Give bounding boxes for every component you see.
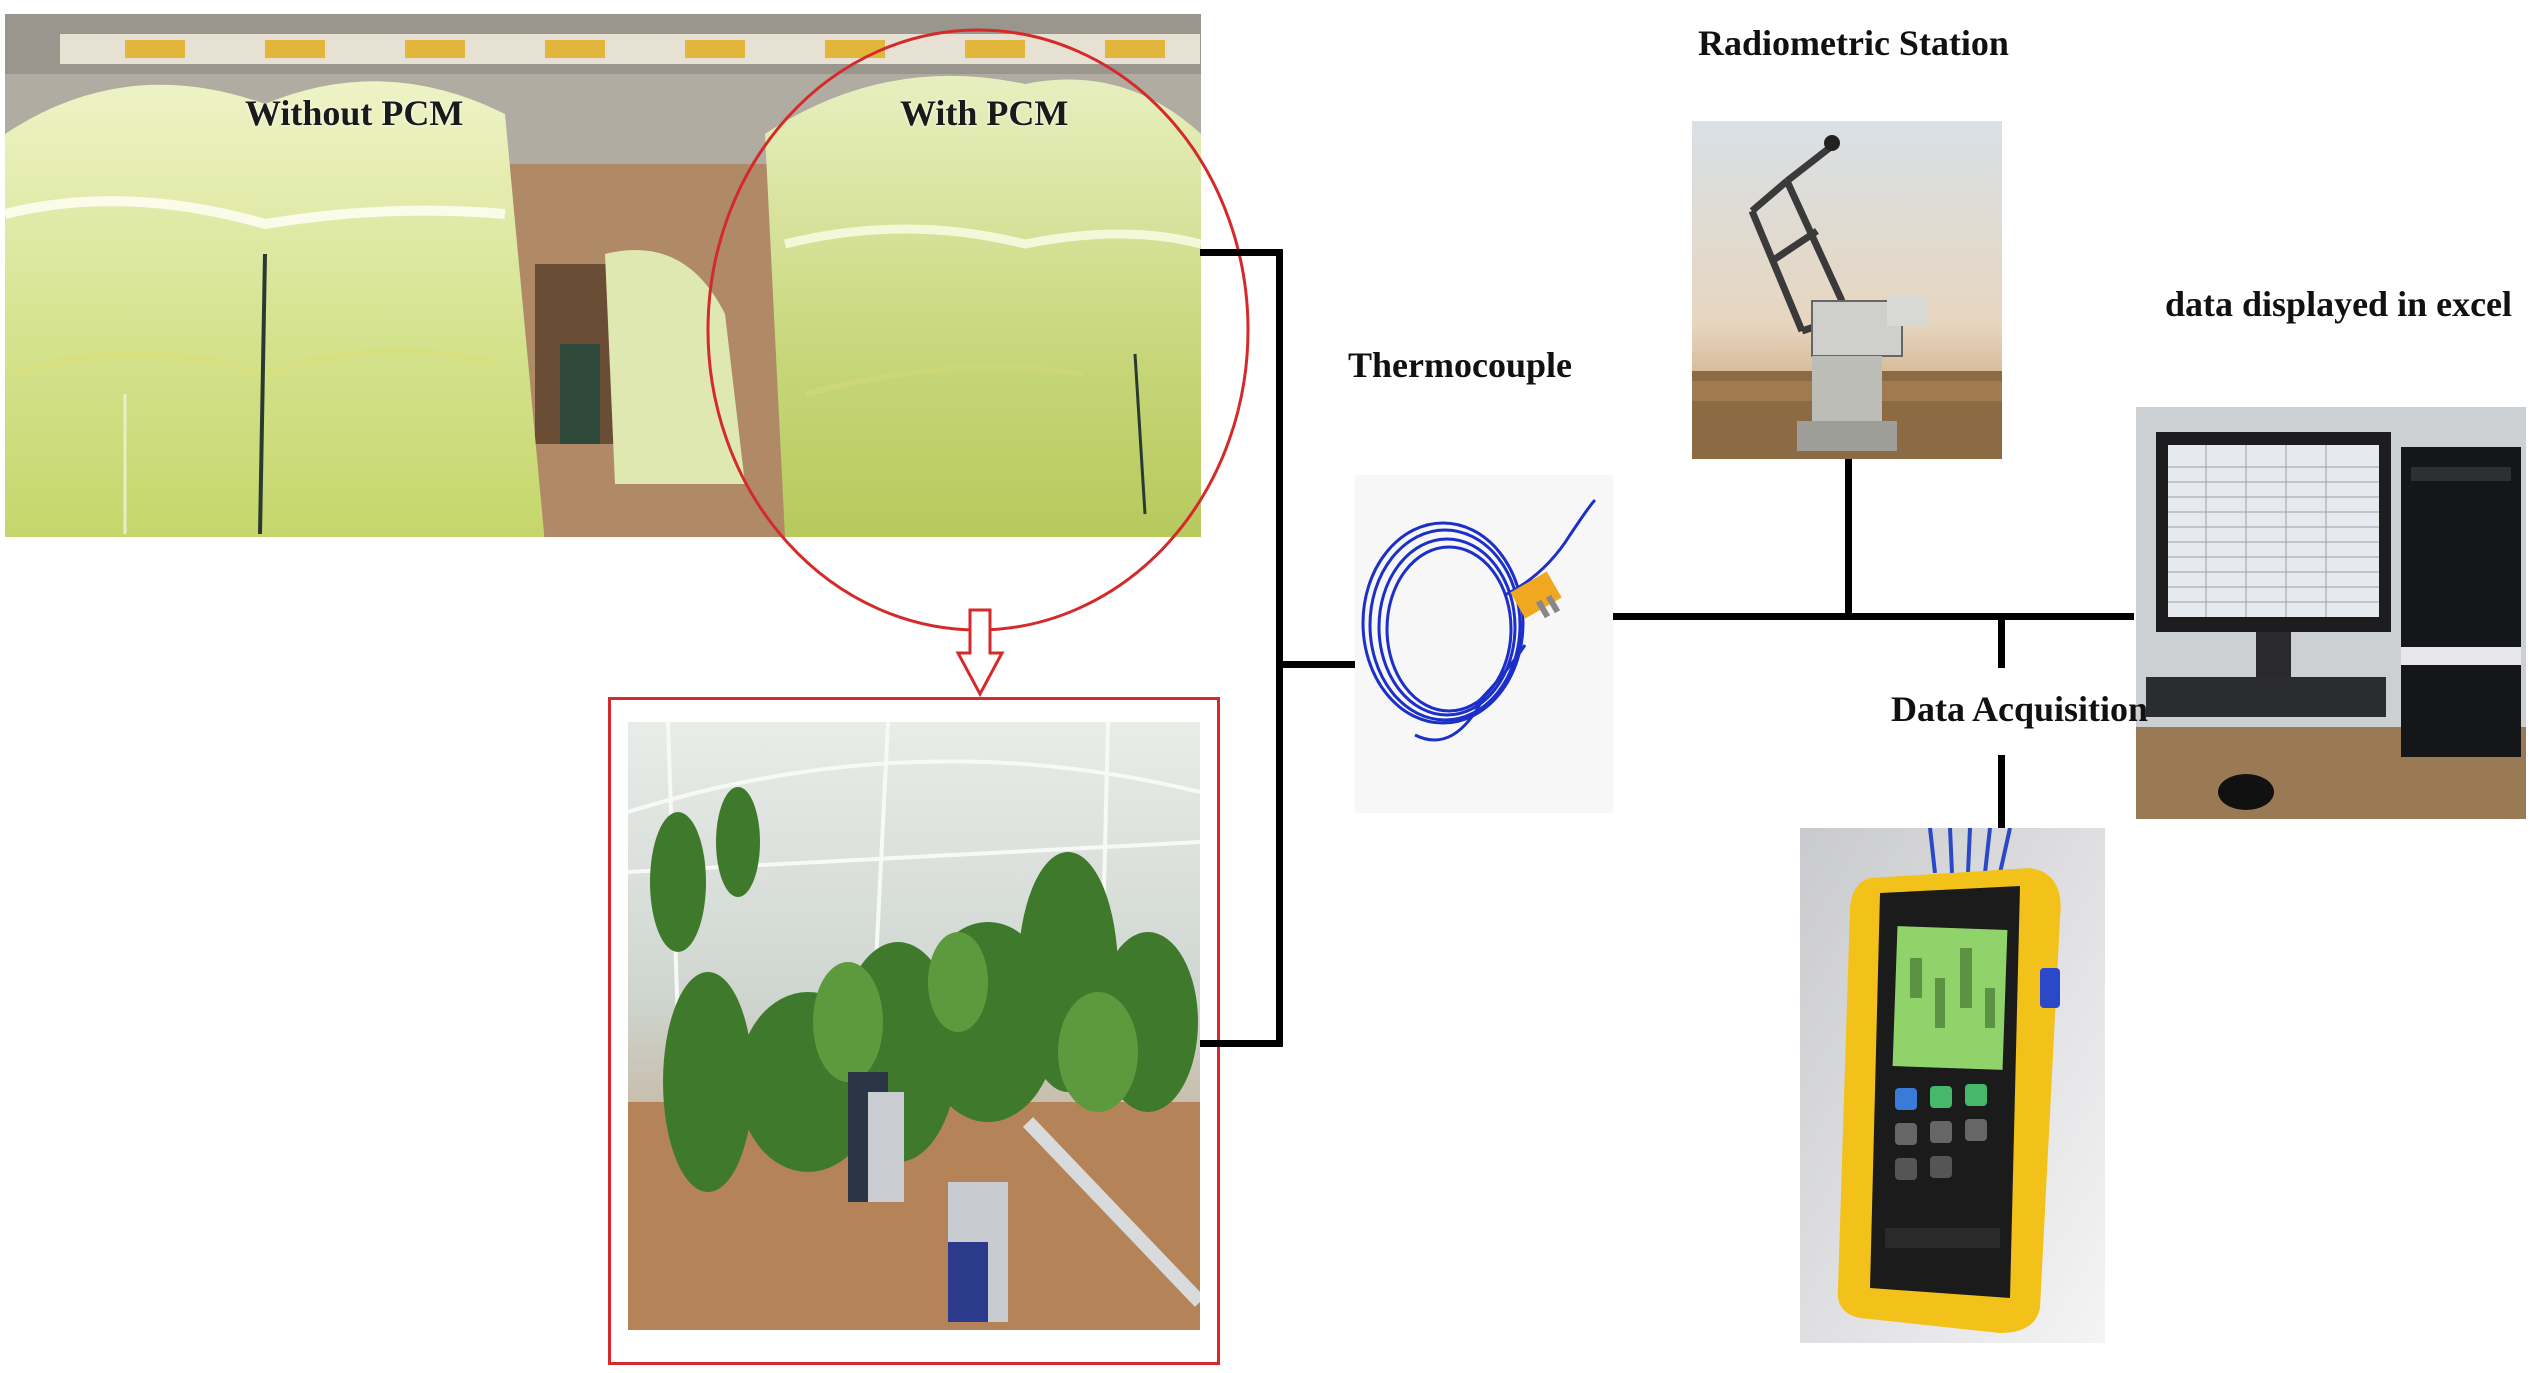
connector-main-bus [1612,613,2134,620]
label-data-displayed-in-excel: data displayed in excel [2165,284,2513,324]
connector-vertical [1276,249,1283,1047]
label-without-pcm: Without PCM [245,93,464,133]
greenhouse-interior-photo [628,722,1200,1330]
interior-photo-frame [608,697,1220,1365]
connector-to-acq-top [1998,613,2005,668]
label-data-acquisition: Data Acquisition [1891,689,2149,729]
thermocouple-photo [1355,475,1613,813]
connector-bottom-h [1200,1040,1283,1047]
down-arrow-icon [955,608,1005,698]
radiometric-station-photo [1692,121,2002,459]
label-radiometric-station: Radiometric Station [1698,23,2009,63]
greenhouse-tunnels-photo [5,14,1201,537]
connector-to-thermocouple [1276,661,1356,668]
data-logger-photo [1800,828,2105,1343]
label-with-pcm: With PCM [900,93,1069,133]
connector-to-station [1845,459,1852,617]
label-thermocouple: Thermocouple [1348,345,1572,385]
computer-excel-photo [2136,407,2526,819]
connector-to-acq-bottom [1998,755,2005,830]
connector-top-h [1200,249,1282,256]
